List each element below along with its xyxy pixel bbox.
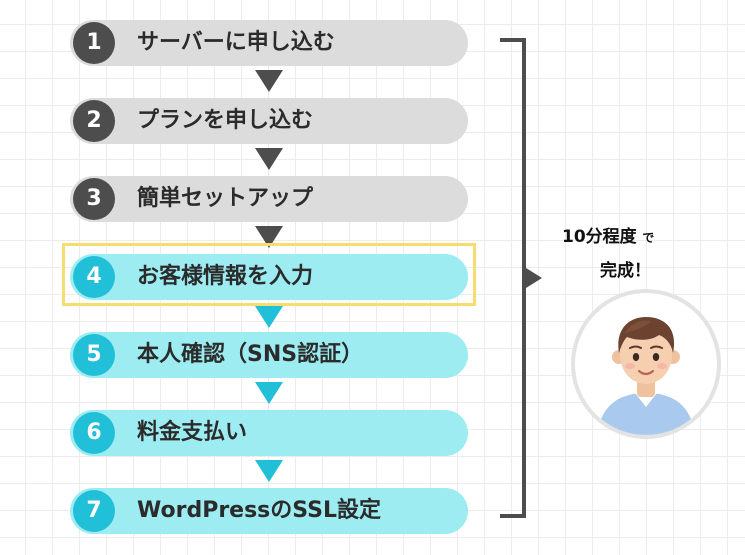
- step-label: サーバーに申し込む: [137, 30, 335, 55]
- step-label: お客様情報を入力: [137, 264, 314, 289]
- step-1: 1 サーバーに申し込む: [70, 20, 468, 66]
- group-bracket: [500, 38, 526, 518]
- person-avatar-icon: [597, 317, 695, 435]
- step-label: WordPressのSSL設定: [137, 498, 381, 523]
- step-number: 5: [73, 334, 115, 376]
- current-step-highlight: [62, 243, 476, 306]
- step-5: 5 本人確認（SNS認証）: [70, 332, 468, 378]
- step-2: 2 プランを申し込む: [70, 98, 468, 144]
- duration-text: 10分程度: [562, 227, 637, 247]
- step-4: 4 お客様情報を入力: [70, 254, 468, 300]
- step-number: 7: [73, 490, 115, 532]
- step-label: プランを申し込む: [137, 108, 314, 133]
- step-7: 7 WordPressのSSL設定: [70, 488, 468, 534]
- down-arrow-icon: [255, 382, 283, 404]
- step-number: 4: [73, 256, 115, 298]
- right-arrow-icon: [526, 268, 542, 288]
- step-6: 6 料金支払い: [70, 410, 468, 456]
- down-arrow-icon: [255, 460, 283, 482]
- step-3: 3 簡単セットアップ: [70, 176, 468, 222]
- avatar: [571, 289, 721, 439]
- step-label: 簡単セットアップ: [137, 186, 314, 211]
- down-arrow-icon: [255, 226, 283, 248]
- step-number: 3: [73, 178, 115, 220]
- step-label: 本人確認（SNS認証）: [137, 342, 364, 367]
- result-text: 完成！: [600, 261, 651, 281]
- down-arrow-icon: [255, 70, 283, 92]
- down-arrow-icon: [255, 148, 283, 170]
- step-number: 1: [73, 22, 115, 64]
- step-label: 料金支払い: [137, 420, 248, 445]
- particle-text: で: [642, 231, 655, 245]
- step-number: 6: [73, 412, 115, 454]
- step-number: 2: [73, 100, 115, 142]
- down-arrow-icon: [255, 306, 283, 328]
